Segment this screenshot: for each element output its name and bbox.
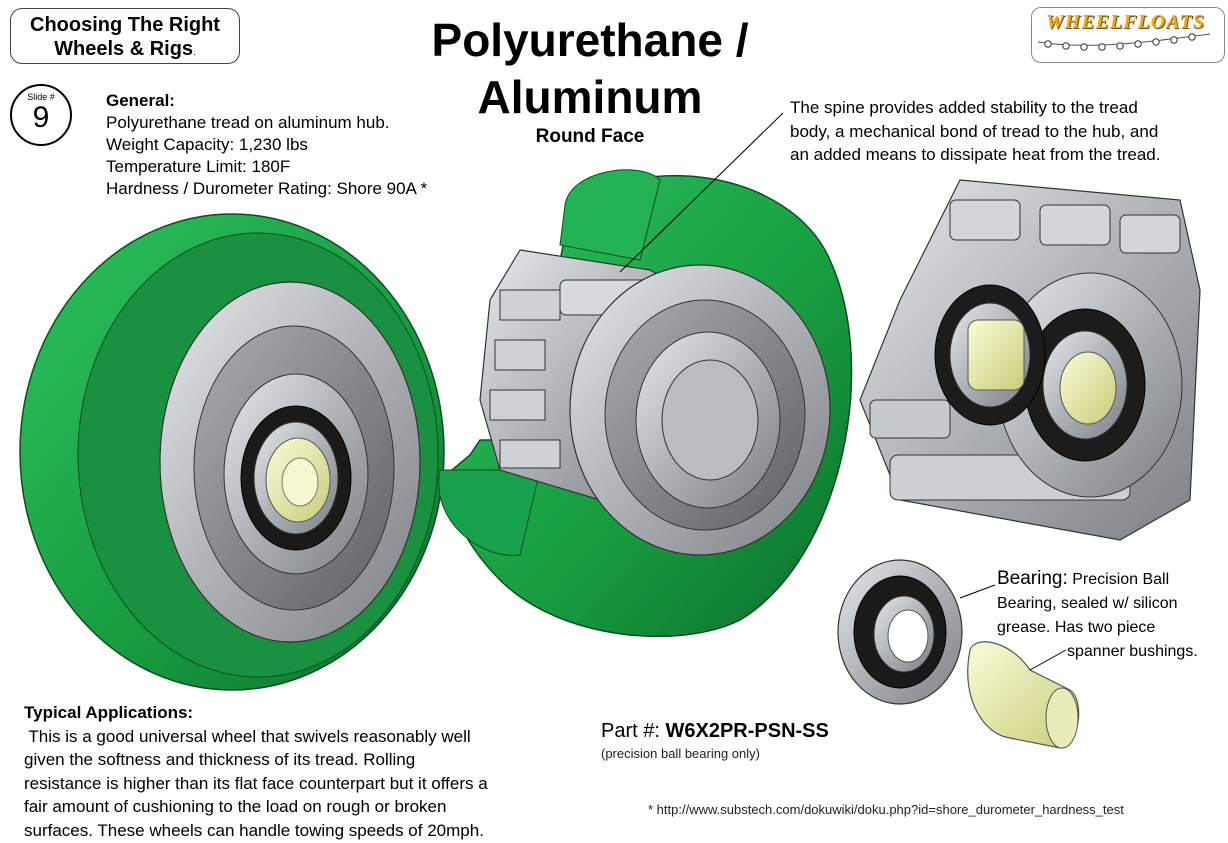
logo-wheels-icon: [1037, 33, 1211, 51]
spine-note: The spine provides added stability to th…: [790, 96, 1210, 167]
bearing-note-line: Bearing: Precision Ball: [997, 568, 1170, 589]
general-line: Temperature Limit: 180F: [106, 157, 291, 176]
bearing-note-line: spanner bushings.: [1067, 643, 1198, 660]
general-line: Polyurethane tread on aluminum hub.: [106, 113, 390, 132]
page-subtitle: Round Face: [535, 126, 645, 147]
bearing-part: [837, 559, 963, 705]
part-label: Part #:: [601, 720, 666, 742]
spine-note-line: body, a mechanical bond of tread to the …: [790, 121, 1159, 141]
part-number: Part #: W6X2PR-PSN-SS: [601, 720, 829, 743]
bushing-part: [967, 641, 1080, 749]
header-line-2: Wheels & Rigs.: [54, 38, 196, 60]
bearing-note-line: Bearing, sealed w/ silicon: [997, 595, 1178, 612]
slide-label: Slide #: [27, 92, 55, 102]
bearing-note-line: grease. Has two piece: [997, 619, 1156, 636]
slide-number-badge: Slide # 9: [10, 84, 72, 146]
header-line-1: Choosing The Right: [30, 14, 220, 36]
spine-leader-line: [619, 112, 784, 273]
applications-line: fair amount of cushioning to the load on…: [24, 797, 447, 816]
hub-with-spine: [479, 249, 831, 556]
applications-line: This is a good universal wheel that swiv…: [24, 726, 471, 746]
general-line: Weight Capacity: 1,230 lbs: [106, 135, 308, 154]
spine-note-line: an added means to dissipate heat from th…: [790, 145, 1161, 164]
bearing-note: Bearing: Precision Ball Bearing, sealed …: [997, 567, 1225, 664]
part-code: W6X2PR-PSN-SS: [665, 720, 829, 742]
bearing-label: Bearing:: [997, 568, 1068, 589]
applications-line: given the softness and thickness of its …: [24, 750, 416, 769]
header-box: Choosing The Right Wheels & Rigs.: [10, 8, 240, 64]
exploded-hub: [859, 179, 1201, 541]
bearing-leader-line: [959, 584, 996, 599]
slide-number: 9: [32, 101, 50, 134]
applications-heading: Typical Applications:: [24, 703, 194, 722]
title-line-1: Polyurethane /: [431, 14, 749, 66]
typical-applications: Typical Applications: This is a good uni…: [24, 701, 564, 842]
general-line: Hardness / Durometer Rating: Shore 90A *: [106, 179, 428, 198]
general-heading: General:: [106, 91, 175, 110]
logo-text: WHEELFLOATS: [1046, 11, 1205, 33]
applications-line: resistance is higher than its flat face …: [24, 773, 488, 793]
assembled-wheel: [19, 213, 445, 691]
part-note: (precision ball bearing only): [601, 746, 760, 761]
applications-line: surfaces. These wheels can handle towing…: [24, 820, 484, 840]
general-specs: General: Polyurethane tread on aluminum …: [106, 90, 427, 200]
bushing-leader-line: [1029, 649, 1067, 671]
title-line-2: Aluminum: [477, 71, 703, 123]
logo-box: WHEELFLOATS: [1031, 7, 1225, 63]
footnote-link: * http://www.substech.com/dokuwiki/doku.…: [648, 802, 1124, 817]
spine-note-line: The spine provides added stability to th…: [790, 98, 1138, 117]
page-title: Polyurethane / Aluminum: [390, 12, 790, 126]
